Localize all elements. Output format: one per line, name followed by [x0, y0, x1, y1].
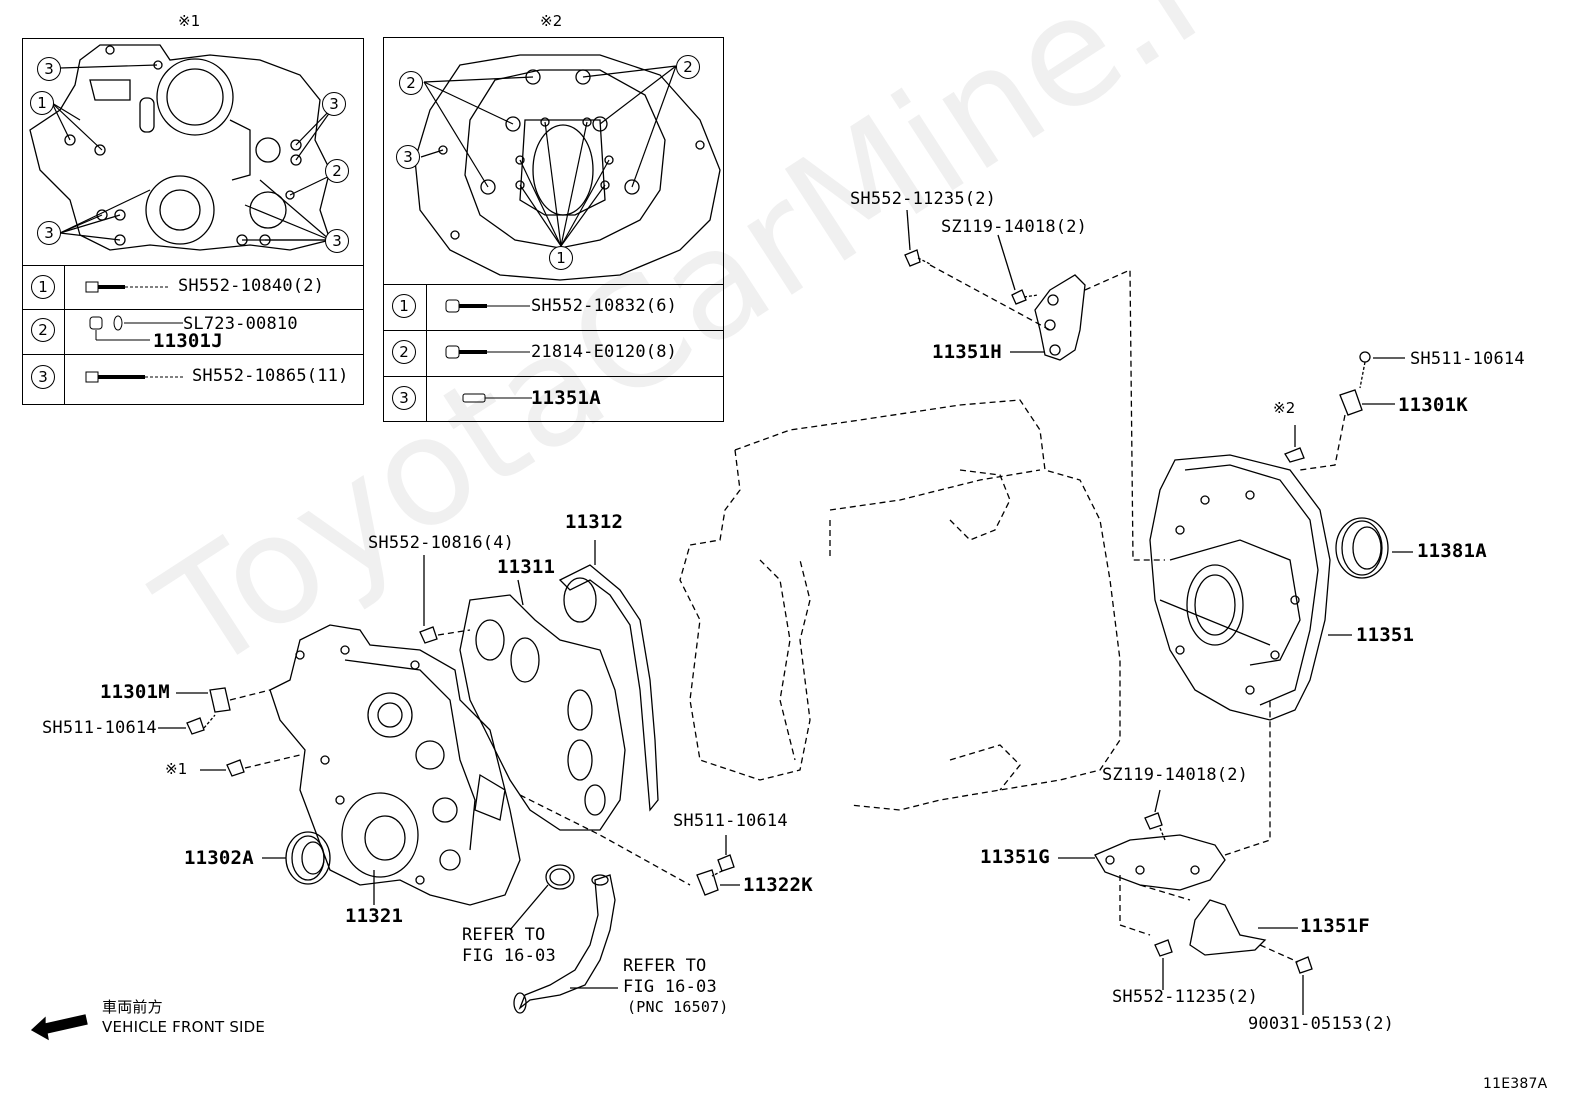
label-90031: 90031-05153(2)	[1248, 1014, 1395, 1034]
label-11381A: 11381A	[1417, 540, 1487, 562]
label-11301M: 11301M	[100, 681, 170, 703]
refer2-line2: FIG 16-03	[623, 977, 717, 997]
detail1-legend-num-1: 1	[31, 275, 55, 299]
bolt-sh511-left	[186, 717, 205, 735]
detail2-callout-1: 1	[549, 246, 573, 270]
pin-icon	[462, 393, 532, 403]
bolt-sh511-mid	[717, 854, 735, 872]
detail1-legend-part-2b: 11301J	[153, 330, 223, 352]
label-sh552-10816: SH552-10816(4)	[368, 533, 515, 553]
label-sh511-mid: SH511-10614	[673, 811, 788, 831]
bolt-sz119-top	[1011, 289, 1039, 305]
detail1-callout-3b: 3	[322, 92, 346, 116]
detail2-title: ※2	[540, 12, 563, 30]
detail1-frame	[22, 38, 364, 405]
detail1-legend-num-3: 3	[31, 365, 55, 389]
seal-11381A-drawing	[1335, 517, 1389, 579]
engine-block-outline	[679, 399, 1121, 811]
label-11312: 11312	[565, 511, 624, 533]
bolt-icon	[85, 281, 170, 293]
bolt-sh552-10816	[419, 626, 438, 644]
gasket-11311-drawing	[459, 594, 626, 831]
detail1-callout-3a: 3	[37, 57, 61, 81]
direction-label-jp: 車両前方	[102, 998, 163, 1016]
label-ref2: ※2	[1273, 399, 1296, 417]
label-11302A: 11302A	[184, 847, 254, 869]
label-11351F: 11351F	[1300, 915, 1370, 937]
label-sh511-right: SH511-10614	[1410, 349, 1525, 369]
detail2-legend-part-3: 11351A	[531, 387, 601, 409]
detail1-legend-part-1: SH552-10840(2)	[178, 276, 325, 296]
label-11311: 11311	[497, 556, 556, 578]
bolt-ref2	[1284, 447, 1305, 463]
detail2-legend-num-1: 1	[392, 294, 416, 318]
label-sh552-11235-bottom: SH552-11235(2)	[1112, 987, 1259, 1007]
detail2-legend-num-3: 3	[392, 386, 416, 410]
detail1-legend-num-2: 2	[31, 318, 55, 342]
detail2-legend-part-1: SH552-10832(6)	[531, 296, 678, 316]
bracket-11351F-drawing	[1189, 899, 1267, 956]
label-11322K: 11322K	[743, 874, 813, 896]
detail1-legend-part-3: SH552-10865(11)	[192, 366, 349, 386]
bolt-long-icon	[85, 371, 185, 383]
sensor-11301M-drawing	[209, 687, 231, 713]
bracket-11351H-drawing	[1034, 274, 1086, 361]
cover-11322K-drawing	[696, 869, 719, 896]
detail1-callout-3c: 3	[37, 221, 61, 245]
seal-11302A-drawing	[285, 831, 331, 885]
bolt-ref1	[226, 759, 245, 777]
label-ref1: ※1	[165, 760, 188, 778]
label-sh552-11235-top: SH552-11235(2)	[850, 189, 997, 209]
label-11321: 11321	[345, 905, 404, 927]
label-11301K: 11301K	[1398, 394, 1468, 416]
label-11351: 11351	[1356, 624, 1415, 646]
timing-cover-11321-drawing	[269, 624, 521, 906]
gasket-11312-drawing	[558, 564, 659, 812]
bolt-washer-icon	[89, 315, 183, 341]
o-ring-drawing	[545, 864, 575, 890]
hose-drawing	[513, 874, 616, 1014]
direction-label-en: VEHICLE FRONT SIDE	[102, 1018, 266, 1036]
bell-housing-drawing	[1149, 454, 1331, 721]
figure-code: 11E387A	[1483, 1076, 1548, 1092]
detail1-title: ※1	[178, 12, 201, 30]
detail2-legend-part-2: 21814-E0120(8)	[531, 342, 678, 362]
detail1-callout-2: 2	[325, 159, 349, 183]
detail1-callout-3d: 3	[325, 229, 349, 253]
front-direction-arrow	[30, 1014, 88, 1041]
label-sz119-top: SZ119-14018(2)	[941, 217, 1088, 237]
label-sz119-bottom: SZ119-14018(2)	[1102, 765, 1249, 785]
detail1-callout-1: 1	[30, 91, 54, 115]
stud-bolt-icon	[445, 345, 530, 359]
sensor-11301K-drawing	[1339, 351, 1371, 416]
detail2-legend-num-2: 2	[392, 340, 416, 364]
bolt-90031	[1295, 956, 1313, 974]
refer2-line3: (PNC 16507)	[627, 998, 729, 1016]
detail1-legend-part-2: SL723-00810	[183, 314, 298, 334]
refer1-line2: FIG 16-03	[462, 946, 556, 966]
label-sh511-left: SH511-10614	[42, 718, 157, 738]
detail2-callout-3: 3	[396, 145, 420, 169]
detail2-callout-2a: 2	[399, 71, 423, 95]
bolt-sh552-bottom	[1154, 939, 1173, 957]
bracket-11351G-drawing	[1094, 834, 1226, 891]
label-11351G: 11351G	[980, 846, 1050, 868]
detail2-frame	[383, 37, 724, 422]
bolt-sz119-bottom	[1144, 812, 1163, 830]
bolt-icon	[445, 299, 530, 313]
label-11351H: 11351H	[932, 341, 1002, 363]
bolt-sh552-top	[904, 249, 931, 267]
refer2-line1: REFER TO	[623, 956, 707, 976]
refer1-line1: REFER TO	[462, 925, 546, 945]
detail2-callout-2b: 2	[676, 55, 700, 79]
